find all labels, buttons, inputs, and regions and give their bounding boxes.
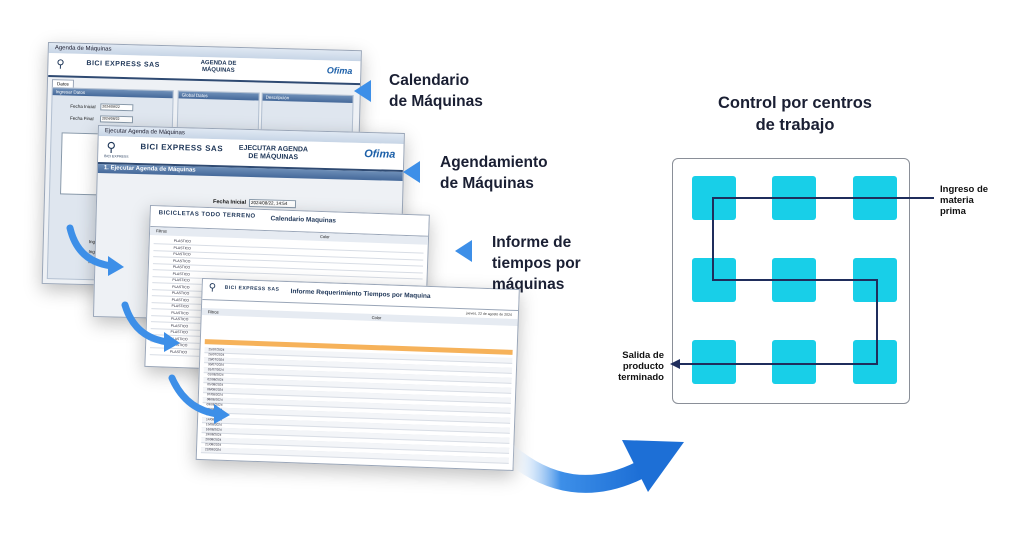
production-path-line	[680, 197, 934, 365]
arrowhead-3	[214, 404, 230, 424]
big-arrowhead	[622, 440, 684, 492]
heading-informe: Informe de tiempos por máquinas	[492, 234, 581, 293]
curved-arrow-3	[168, 374, 222, 418]
heading-control: Control por centros de trabajo	[717, 94, 872, 134]
heading-agendamiento: Agendamiento de Máquinas	[440, 154, 548, 192]
curved-arrow-1	[66, 224, 116, 270]
heading-calendario: Calendario de Máquinas	[389, 72, 483, 110]
work-center-9	[853, 340, 897, 384]
work-center-7	[692, 340, 736, 384]
pointer-calendario-icon	[354, 80, 371, 102]
pointer-agendamiento-icon	[403, 161, 420, 183]
arrowhead-2	[164, 332, 180, 352]
pointer-informe-icon	[455, 240, 472, 262]
path-arrowhead	[670, 359, 680, 369]
work-center-8	[772, 340, 816, 384]
work-centers-frame	[672, 158, 910, 404]
label-ingreso: Ingreso de materia prima	[940, 184, 989, 217]
arrowhead-1	[108, 256, 124, 276]
curved-arrow-2	[121, 301, 172, 346]
big-curved-arrow	[499, 443, 649, 493]
label-salida: Salida de producto terminado	[618, 350, 664, 383]
